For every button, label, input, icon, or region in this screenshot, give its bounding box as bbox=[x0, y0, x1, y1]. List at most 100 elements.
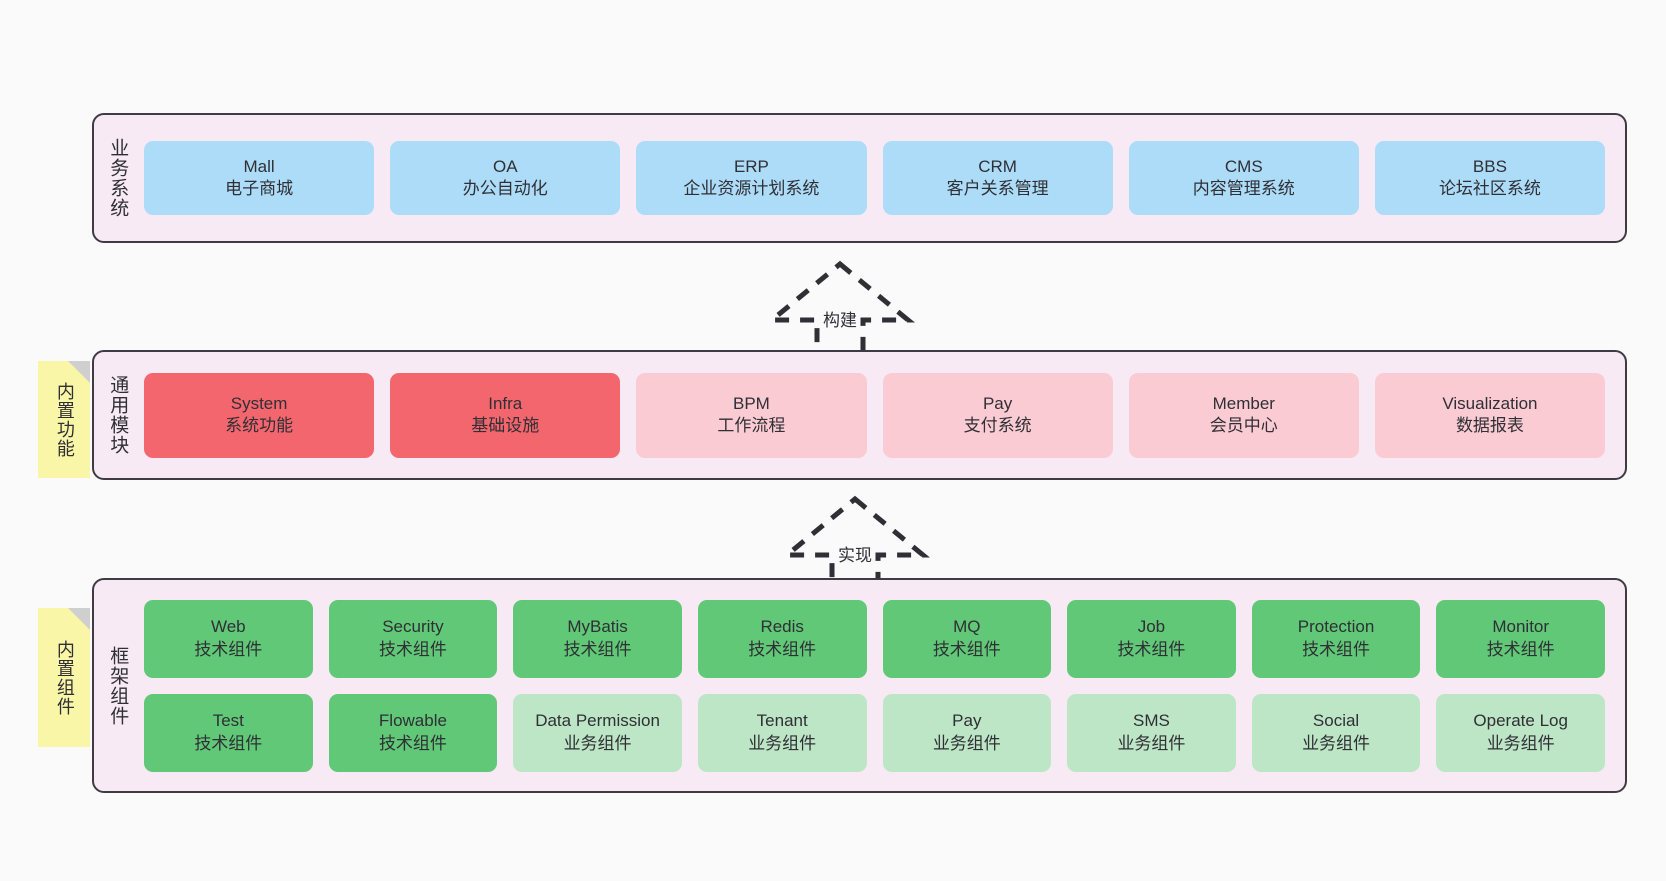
card-subtitle: 技术组件 bbox=[194, 733, 263, 753]
connector-build: 构建 bbox=[760, 258, 920, 357]
card-title: Infra bbox=[488, 393, 523, 413]
folded-corner-icon bbox=[68, 608, 90, 630]
card-title: Tenant bbox=[756, 711, 808, 731]
connector-implement: 实现 bbox=[775, 493, 935, 592]
card-subtitle: 技术组件 bbox=[748, 639, 817, 659]
card-title: Mall bbox=[243, 156, 275, 176]
layer-framework-components: 框架组件 Web 技术组件 Security 技术组件 MyBatis 技术组件… bbox=[92, 578, 1627, 793]
card-subtitle: 内容管理系统 bbox=[1192, 179, 1295, 198]
card-title: MyBatis bbox=[567, 617, 628, 637]
card-title: Visualization bbox=[1442, 393, 1538, 413]
card-subtitle: 办公自动化 bbox=[462, 179, 548, 198]
card-subtitle: 技术组件 bbox=[378, 639, 447, 659]
card-title: Member bbox=[1212, 393, 1275, 413]
card-job[interactable]: Job 技术组件 bbox=[1067, 599, 1236, 678]
layer-title-business-systems: 业务系统 bbox=[107, 138, 129, 218]
card-subtitle: 支付系统 bbox=[963, 416, 1032, 435]
card-monitor[interactable]: Monitor 技术组件 bbox=[1436, 599, 1605, 678]
card-subtitle: 业务组件 bbox=[748, 733, 817, 753]
card-pay[interactable]: Pay 支付系统 bbox=[882, 372, 1113, 458]
card-row: Mall 电子商城 OA 办公自动化 ERP 企业资源计划系统 CRM 客户关系… bbox=[144, 141, 1606, 215]
folded-corner-icon bbox=[68, 361, 90, 383]
card-subtitle: 技术组件 bbox=[1486, 639, 1555, 659]
card-data-permission[interactable]: Data Permission 业务组件 bbox=[513, 693, 682, 772]
card-title: Flowable bbox=[378, 711, 447, 731]
card-tenant[interactable]: Tenant 业务组件 bbox=[697, 693, 867, 772]
layer-body-common-modules: System 系统功能 Infra 基础设施 BPM 工作流程 Pay 支付系统… bbox=[140, 352, 1625, 478]
card-social[interactable]: Social 业务组件 bbox=[1251, 693, 1421, 772]
card-title: BPM bbox=[733, 393, 770, 413]
layer-title-common-modules: 通用模块 bbox=[107, 375, 129, 455]
card-subtitle: 业务组件 bbox=[1486, 733, 1555, 753]
layer-common-modules: 通用模块 System 系统功能 Infra 基础设施 BPM 工作流程 Pay… bbox=[92, 350, 1627, 480]
card-mq[interactable]: MQ 技术组件 bbox=[882, 599, 1052, 678]
card-visualization[interactable]: Visualization 数据报表 bbox=[1374, 372, 1606, 458]
card-subtitle: 业务组件 bbox=[932, 733, 1001, 753]
card-web[interactable]: Web 技术组件 bbox=[144, 599, 313, 678]
card-flowable[interactable]: Flowable 技术组件 bbox=[328, 693, 498, 772]
card-sms[interactable]: SMS 业务组件 bbox=[1067, 693, 1236, 772]
card-subtitle: 技术组件 bbox=[1302, 639, 1371, 659]
card-redis[interactable]: Redis 技术组件 bbox=[697, 599, 867, 678]
card-title: Pay bbox=[952, 711, 982, 731]
card-subtitle: 业务组件 bbox=[1302, 733, 1371, 753]
card-row: System 系统功能 Infra 基础设施 BPM 工作流程 Pay 支付系统… bbox=[144, 372, 1606, 458]
card-row: Test 技术组件 Flowable 技术组件 Data Permission … bbox=[144, 693, 1605, 772]
layer-title-framework-components: 框架组件 bbox=[107, 645, 129, 726]
card-subtitle: 数据报表 bbox=[1455, 416, 1524, 435]
card-bpm[interactable]: BPM 工作流程 bbox=[636, 372, 867, 458]
card-test[interactable]: Test 技术组件 bbox=[144, 693, 313, 772]
card-subtitle: 会员中心 bbox=[1209, 416, 1278, 435]
card-subtitle: 技术组件 bbox=[378, 733, 447, 753]
card-title: Redis bbox=[760, 617, 804, 637]
note-label: 内置功能 bbox=[54, 381, 75, 458]
card-pay-business[interactable]: Pay 业务组件 bbox=[882, 693, 1052, 772]
note-label: 内置组件 bbox=[54, 639, 75, 716]
note-builtin-component: 内置组件 bbox=[38, 608, 90, 747]
card-title: Security bbox=[382, 617, 444, 637]
layer-body-framework-components: Web 技术组件 Security 技术组件 MyBatis 技术组件 Redi… bbox=[140, 580, 1625, 791]
card-operate-log[interactable]: Operate Log 业务组件 bbox=[1436, 693, 1605, 772]
card-title: Monitor bbox=[1492, 617, 1550, 637]
card-erp[interactable]: ERP 企业资源计划系统 bbox=[636, 141, 867, 215]
card-row: Web 技术组件 Security 技术组件 MyBatis 技术组件 Redi… bbox=[144, 599, 1605, 678]
card-title: MQ bbox=[953, 617, 981, 637]
card-title: Job bbox=[1137, 617, 1166, 637]
card-subtitle: 电子商城 bbox=[225, 179, 294, 198]
card-title: CRM bbox=[978, 156, 1017, 176]
card-title: CMS bbox=[1224, 156, 1263, 176]
card-crm[interactable]: CRM 客户关系管理 bbox=[882, 141, 1113, 215]
card-title: Social bbox=[1312, 711, 1360, 731]
card-mybatis[interactable]: MyBatis 技术组件 bbox=[513, 599, 682, 678]
card-system[interactable]: System 系统功能 bbox=[144, 372, 375, 458]
card-title: Pay bbox=[982, 393, 1013, 413]
card-member[interactable]: Member 会员中心 bbox=[1128, 372, 1359, 458]
card-infra[interactable]: Infra 基础设施 bbox=[390, 372, 621, 458]
card-subtitle: 业务组件 bbox=[1117, 733, 1186, 753]
connector-label: 实现 bbox=[838, 546, 872, 565]
card-title: Web bbox=[210, 617, 246, 637]
card-protection[interactable]: Protection 技术组件 bbox=[1251, 599, 1421, 678]
card-title: BBS bbox=[1472, 156, 1507, 176]
card-cms[interactable]: CMS 内容管理系统 bbox=[1128, 141, 1359, 215]
card-security[interactable]: Security 技术组件 bbox=[328, 599, 498, 678]
card-bbs[interactable]: BBS 论坛社区系统 bbox=[1374, 141, 1606, 215]
hollow-arrow-icon bbox=[780, 495, 930, 592]
card-oa[interactable]: OA 办公自动化 bbox=[390, 141, 621, 215]
card-subtitle: 技术组件 bbox=[563, 639, 632, 659]
card-mall[interactable]: Mall 电子商城 bbox=[144, 141, 375, 215]
card-subtitle: 论坛社区系统 bbox=[1438, 179, 1541, 198]
card-title: System bbox=[230, 393, 288, 413]
card-title: Protection bbox=[1297, 617, 1375, 637]
hollow-arrow-icon bbox=[765, 260, 915, 357]
layer-body-business-systems: Mall 电子商城 OA 办公自动化 ERP 企业资源计划系统 CRM 客户关系… bbox=[140, 115, 1625, 241]
card-subtitle: 客户关系管理 bbox=[946, 179, 1049, 198]
card-subtitle: 系统功能 bbox=[225, 416, 294, 435]
card-title: ERP bbox=[733, 156, 769, 176]
card-title: Test bbox=[212, 711, 244, 731]
note-builtin-function: 内置功能 bbox=[38, 361, 90, 478]
card-subtitle: 工作流程 bbox=[717, 416, 786, 435]
connector-label: 构建 bbox=[823, 311, 857, 330]
card-subtitle: 技术组件 bbox=[194, 639, 263, 659]
